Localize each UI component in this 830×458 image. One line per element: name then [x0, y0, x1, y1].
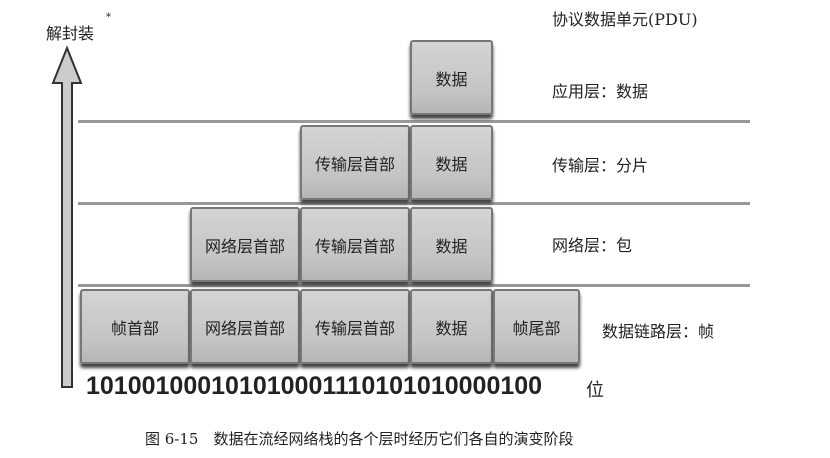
app-layer-label: 应用层：数据 [552, 82, 649, 101]
transport-header-box: 传输层首部 [300, 207, 410, 282]
transport-layer-label: 传输层：分片 [552, 156, 649, 175]
transport-header-box: 传输层首部 [300, 125, 410, 200]
app-data-box: 数据 [410, 40, 493, 115]
transport-header-box: 传输层首部 [300, 289, 410, 364]
frame-trailer-box: 帧尾部 [493, 289, 580, 364]
network-layer-label: 网络层：包 [552, 236, 633, 255]
transport-data-box: 数据 [410, 125, 493, 200]
layer-divider [78, 284, 750, 287]
figure-caption: 图 6-15 数据在流经网络栈的各个层时经历它们各自的演变阶段 [145, 430, 574, 448]
frame-data-box: 数据 [410, 289, 493, 364]
layer-divider [78, 120, 750, 123]
layer-divider [78, 202, 750, 205]
bit-stream: 101001000101010001110101010000100 [86, 372, 543, 400]
bits-unit: 位 [586, 380, 604, 401]
network-header-box: 网络层首部 [190, 289, 300, 364]
decapsulation-label: 解封装 [46, 24, 95, 43]
pdu-title: 协议数据单元(PDU) [552, 10, 698, 29]
footnote-mark: * [106, 12, 111, 23]
network-data-box: 数据 [410, 207, 493, 282]
frame-header-box: 帧首部 [80, 289, 190, 364]
network-header-box: 网络层首部 [190, 207, 300, 282]
up-arrow-icon [51, 45, 83, 388]
link-layer-label: 数据链路层：帧 [602, 322, 715, 341]
